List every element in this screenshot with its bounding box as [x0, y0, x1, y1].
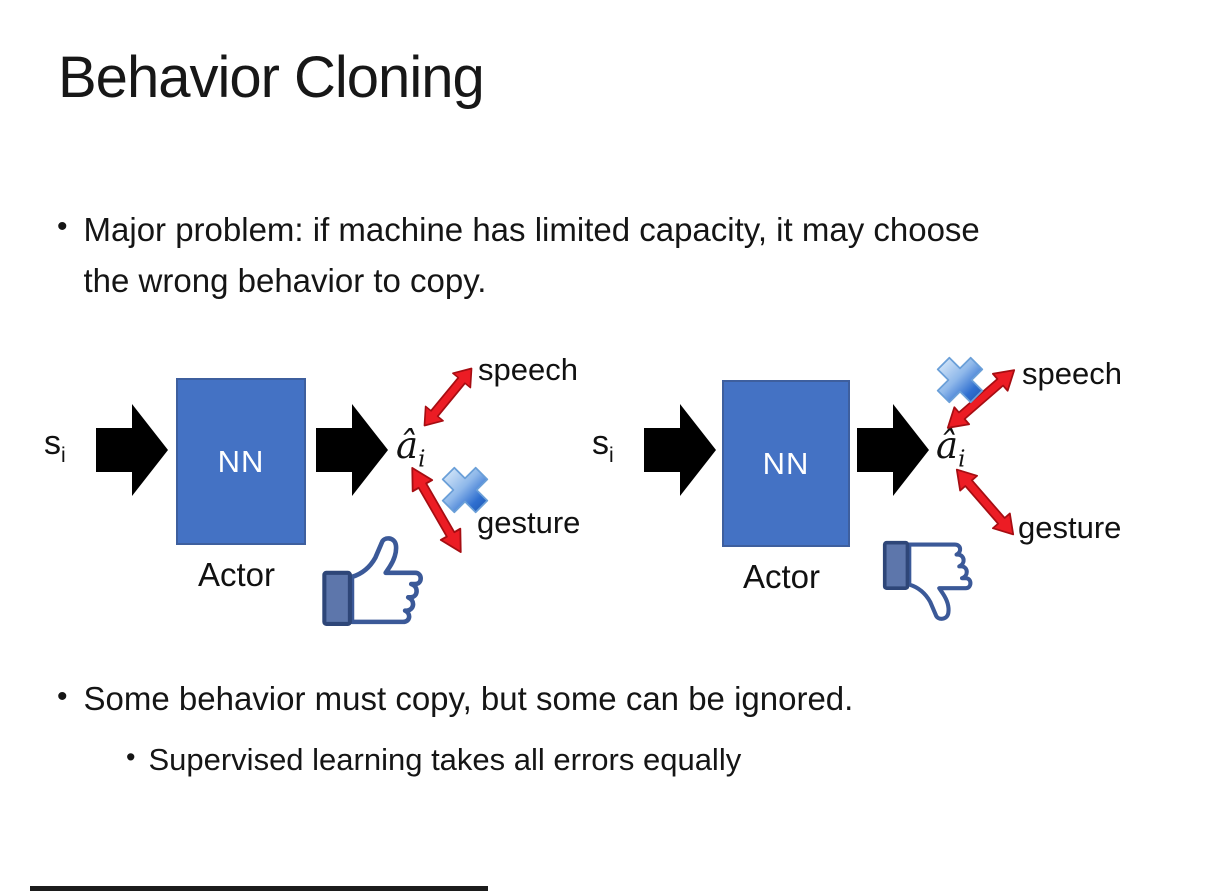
thumbs-up-icon: [320, 536, 435, 628]
bottom-edge-bar: [30, 886, 488, 891]
action-label: âi: [396, 424, 426, 473]
speech-arrow-icon: [414, 360, 482, 434]
bullet-text: Major problem: if machine has limited ca…: [83, 211, 980, 300]
nn-label: NN: [762, 445, 810, 481]
cross-out-speech-icon: [936, 356, 984, 404]
actor-label: Actor: [198, 556, 276, 593]
nn-box: NN: [176, 378, 306, 545]
gesture-arrow-icon: [947, 461, 1023, 543]
state-label: si: [44, 424, 66, 467]
thumbs-down-icon: [882, 532, 982, 628]
bullet-text: Some behavior must copy, but some can be…: [83, 680, 854, 717]
bullet-some-behavior: • Some behavior must copy, but some can …: [57, 674, 1137, 724]
bullet-dot: •: [57, 680, 68, 713]
bullet-dot: •: [57, 210, 68, 243]
action-label: âi: [936, 424, 966, 473]
slide-title: Behavior Cloning: [58, 45, 485, 110]
nn-label: NN: [217, 443, 265, 479]
bullet-major-problem: • Major problem: if machine has limited …: [57, 204, 987, 306]
cross-out-gesture-icon: [441, 466, 489, 514]
state-label: si: [592, 424, 614, 467]
bullet-dot: •: [126, 742, 136, 772]
speech-label: speech: [1022, 356, 1122, 391]
actor-label: Actor: [743, 558, 821, 595]
output-arrow-icon: [316, 404, 388, 496]
bullet-text: Supervised learning takes all errors equ…: [148, 742, 742, 777]
bullet-supervised-learning: • Supervised learning takes all errors e…: [126, 737, 1126, 784]
speech-label: speech: [478, 352, 578, 387]
input-arrow-icon: [96, 404, 168, 496]
gesture-label: gesture: [477, 505, 581, 540]
output-arrow-icon: [857, 404, 929, 496]
input-arrow-icon: [644, 404, 716, 496]
nn-box: NN: [722, 380, 850, 547]
gesture-label: gesture: [1018, 510, 1122, 545]
